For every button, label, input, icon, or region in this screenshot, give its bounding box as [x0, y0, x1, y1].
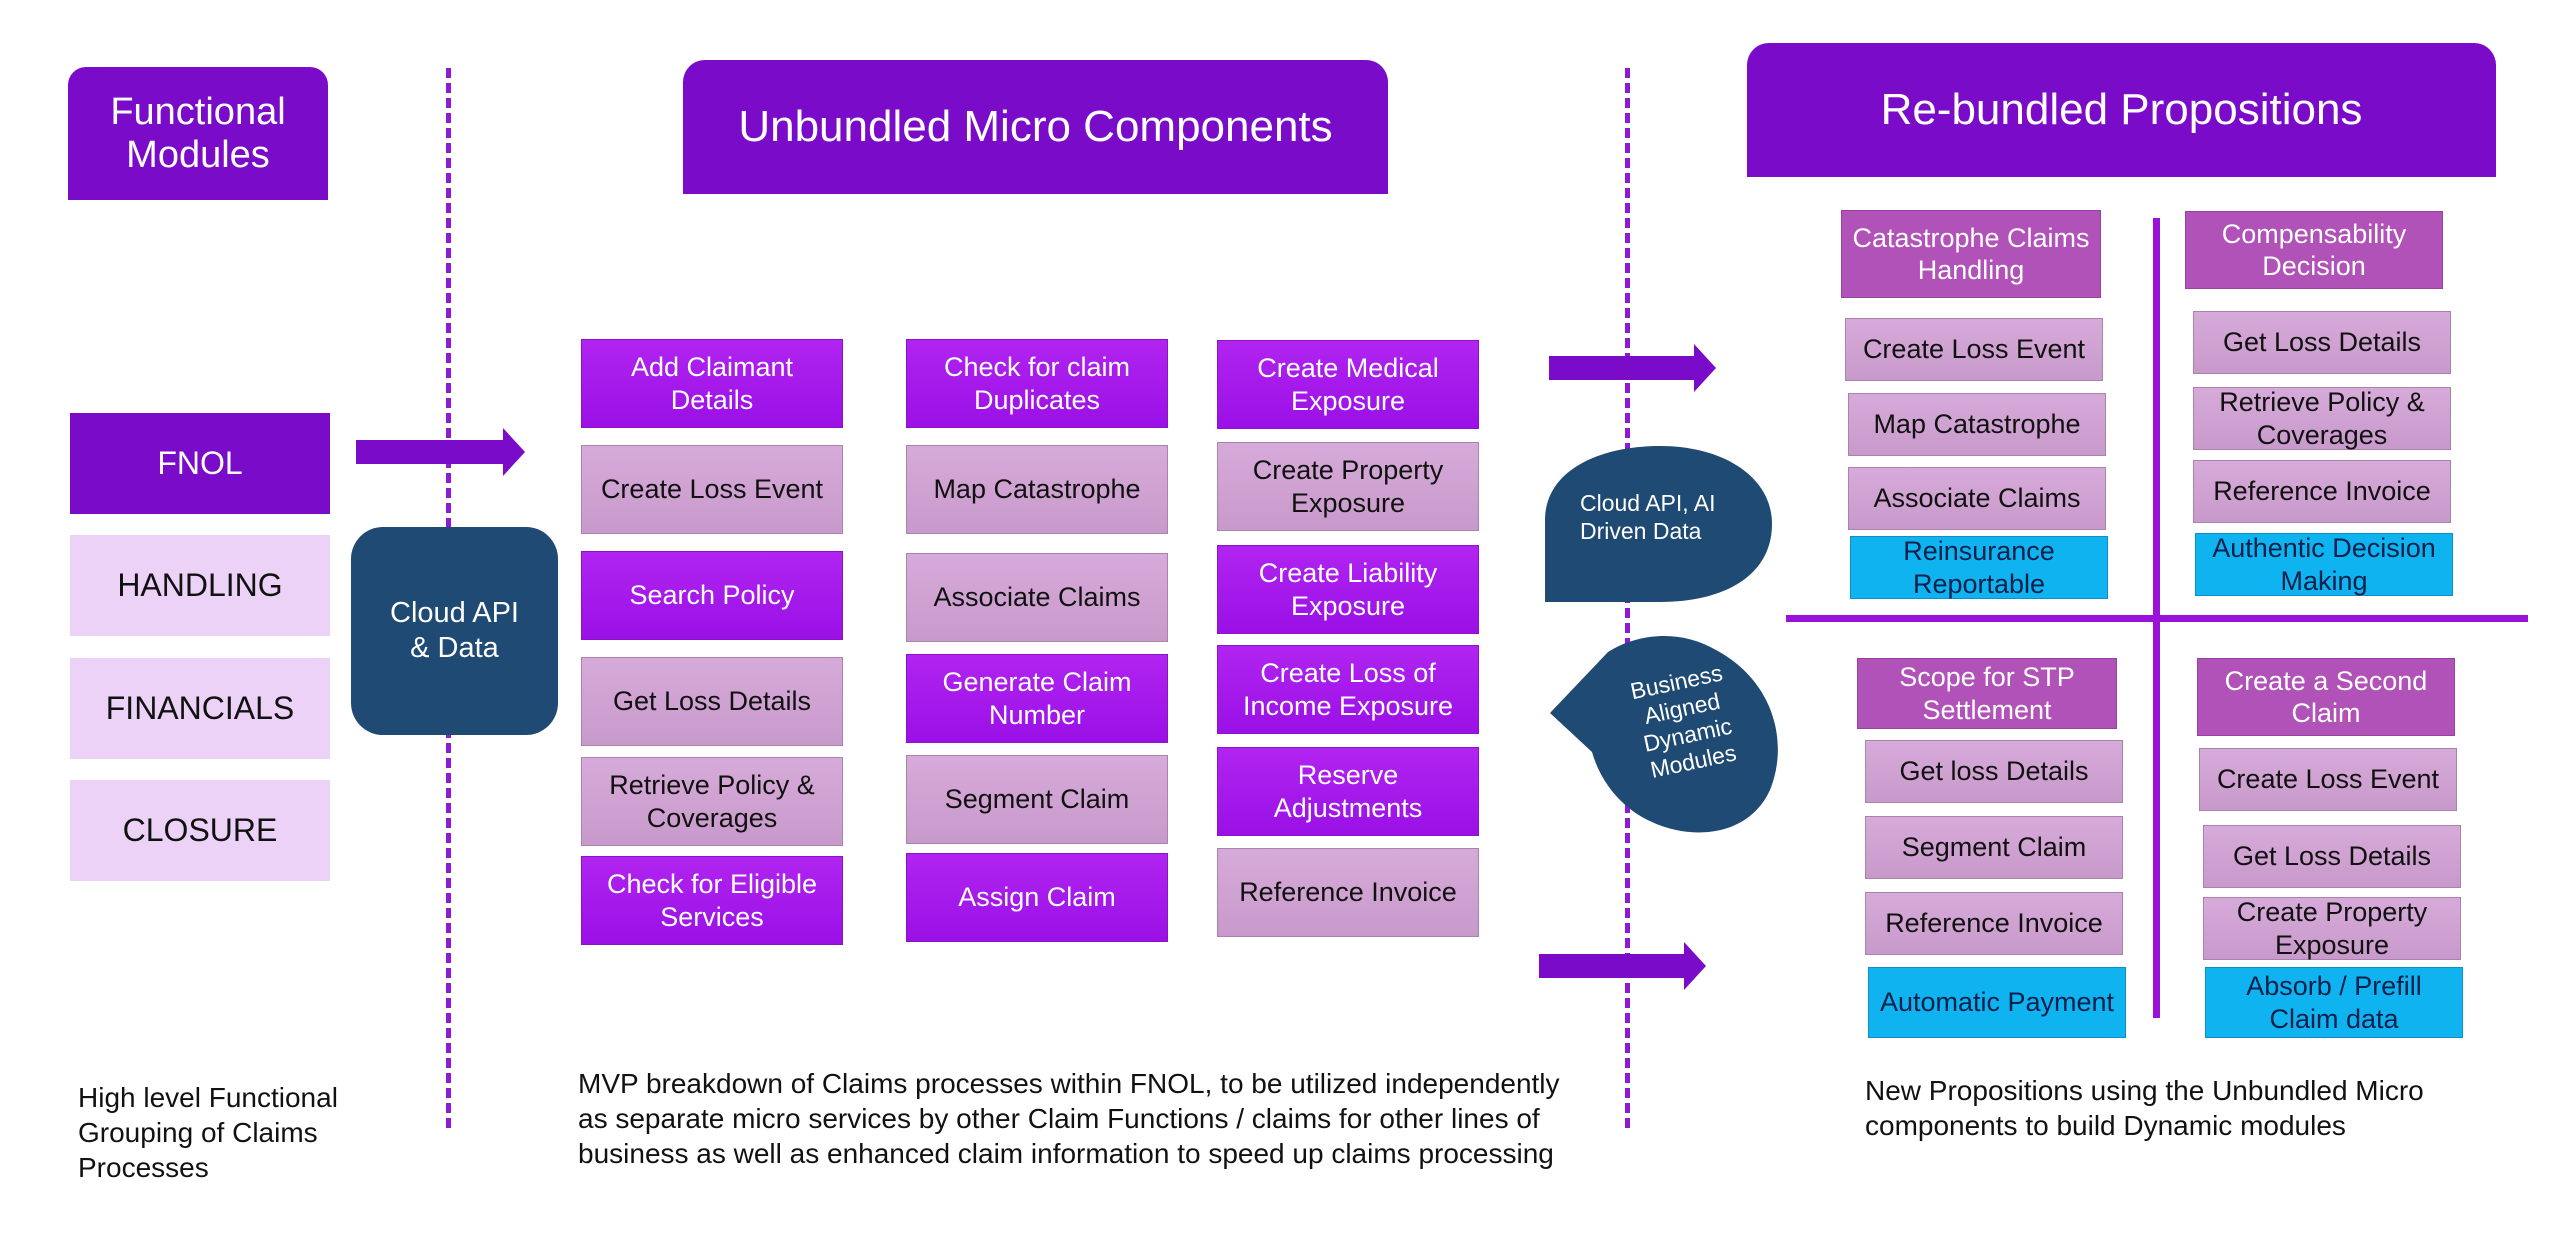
- component-add-claimant-details: Add Claimant Details: [581, 339, 843, 428]
- arrow-to-propositions-bottom: [1539, 942, 1706, 990]
- proposition-q3-item-3: Reference Invoice: [1865, 892, 2123, 955]
- cloud-api-label: Cloud API & Data: [390, 597, 519, 664]
- component-check-eligible-services: Check for Eligible Services: [581, 856, 843, 945]
- proposition-q4-item-1: Create Loss Event: [2199, 748, 2457, 811]
- component-create-medical-exposure: Create Medical Exposure: [1217, 340, 1479, 429]
- cloud-api-block: Cloud API & Data: [351, 527, 558, 735]
- proposition-vertical-divider: [2153, 218, 2160, 1018]
- proposition-q1-item-1: Create Loss Event: [1845, 318, 2103, 381]
- caption-functional-grouping: High level Functional Grouping of Claims…: [78, 1082, 338, 1183]
- proposition-q2-highlight: Authentic Decision Making: [2195, 533, 2453, 596]
- component-get-loss-details: Get Loss Details: [581, 657, 843, 746]
- header-functional-modules: Functional Modules: [68, 67, 328, 200]
- caption-mvp-breakdown: MVP breakdown of Claims processes within…: [578, 1068, 1560, 1169]
- proposition-q3-item-1: Get loss Details: [1865, 740, 2123, 803]
- component-segment-claim: Segment Claim: [906, 755, 1168, 844]
- component-check-claim-duplicates: Check for claim Duplicates: [906, 339, 1168, 428]
- component-map-catastrophe: Map Catastrophe: [906, 445, 1168, 534]
- proposition-q3-highlight: Automatic Payment: [1868, 967, 2126, 1038]
- component-create-property-exposure: Create Property Exposure: [1217, 442, 1479, 531]
- proposition-catastrophe-title: Catastrophe Claims Handling: [1841, 210, 2101, 298]
- component-create-liability-exposure: Create Liability Exposure: [1217, 545, 1479, 634]
- module-handling: HANDLING: [70, 535, 330, 636]
- module-closure: CLOSURE: [70, 780, 330, 881]
- proposition-second-claim-title: Create a Second Claim: [2197, 658, 2455, 736]
- header-rebundled-propositions: Re-bundled Propositions: [1747, 43, 2496, 177]
- component-reserve-adjustments: Reserve Adjustments: [1217, 747, 1479, 836]
- arrow-fnol-to-components: [356, 428, 525, 476]
- proposition-stp-settlement-title: Scope for STP Settlement: [1857, 658, 2117, 729]
- module-fnol: FNOL: [70, 413, 330, 514]
- proposition-q4-item-3: Create Property Exposure: [2203, 897, 2461, 960]
- header-unbundled-components: Unbundled Micro Components: [683, 60, 1388, 194]
- caption-new-propositions: New Propositions using the Unbundled Mic…: [1865, 1075, 2424, 1141]
- business-bubble-shape: [1550, 635, 1778, 833]
- proposition-q4-item-2: Get Loss Details: [2203, 825, 2461, 888]
- proposition-q2-item-1: Get Loss Details: [2193, 311, 2451, 374]
- proposition-q2-item-3: Reference Invoice: [2193, 460, 2451, 523]
- component-reference-invoice: Reference Invoice: [1217, 848, 1479, 937]
- component-assign-claim: Assign Claim: [906, 853, 1168, 942]
- component-search-policy: Search Policy: [581, 551, 843, 640]
- proposition-q3-item-2: Segment Claim: [1865, 816, 2123, 879]
- ai-data-bubble-shape: [1545, 446, 1772, 602]
- proposition-q4-highlight: Absorb / Prefill Claim data: [2205, 967, 2463, 1038]
- proposition-q1-item-2: Map Catastrophe: [1848, 393, 2106, 456]
- proposition-compensability-title: Compensability Decision: [2185, 211, 2443, 289]
- component-create-loss-of-income-exposure: Create Loss of Income Exposure: [1217, 645, 1479, 734]
- component-create-loss-event: Create Loss Event: [581, 445, 843, 534]
- proposition-q1-highlight: Reinsurance Reportable: [1850, 536, 2108, 599]
- proposition-q2-item-2: Retrieve Policy & Coverages: [2193, 387, 2451, 450]
- component-associate-claims: Associate Claims: [906, 553, 1168, 642]
- proposition-q1-item-3: Associate Claims: [1848, 467, 2106, 530]
- ai-data-bubble-label: Cloud API, AI Driven Data: [1580, 490, 1716, 544]
- component-generate-claim-number: Generate Claim Number: [906, 654, 1168, 743]
- component-retrieve-policy-coverages: Retrieve Policy & Coverages: [581, 757, 843, 846]
- arrow-to-propositions-top: [1549, 344, 1716, 392]
- module-financials: FINANCIALS: [70, 658, 330, 759]
